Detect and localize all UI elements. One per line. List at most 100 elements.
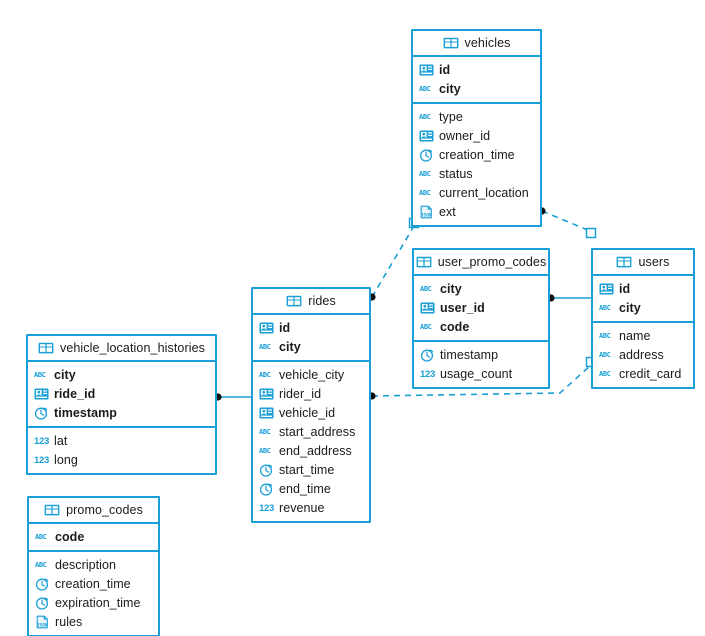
id-badge-icon [419, 63, 434, 77]
field-row[interactable]: JSON ext [413, 202, 540, 221]
table-header-user_promo_codes[interactable]: user_promo_codes [414, 250, 548, 276]
field-name: name [619, 328, 651, 343]
field-name: city [440, 281, 462, 296]
field-row[interactable]: creation_time [413, 145, 540, 164]
field-name: vehicle_id [279, 405, 336, 420]
table-name: vehicles [464, 36, 511, 50]
123-number-icon: 123 [34, 435, 49, 447]
abc-text-icon: ABC [34, 370, 46, 379]
abc-text-icon: ABC [419, 112, 431, 121]
field-row[interactable]: owner_id [413, 126, 540, 145]
id-badge-icon [259, 321, 274, 335]
field-row[interactable]: ABC code [29, 527, 158, 546]
field-name: credit_card [619, 366, 682, 381]
123-number-icon: 123 [420, 368, 435, 380]
table-header-vehicle_location_histories[interactable]: vehicle_location_histories [28, 336, 215, 362]
field-row[interactable]: ABC description [29, 555, 158, 574]
field-name: end_address [279, 443, 352, 458]
field-name: id [439, 62, 451, 77]
clock-icon [35, 596, 50, 610]
primary-key-section: ABC code [29, 524, 158, 552]
clock-icon [35, 577, 50, 591]
field-name: code [440, 319, 470, 334]
table-grid-icon [286, 294, 302, 308]
abc-text-icon: ABC [259, 446, 271, 455]
field-row[interactable]: vehicle_id [253, 403, 369, 422]
field-row[interactable]: expiration_time [29, 593, 158, 612]
field-name: lat [54, 433, 68, 448]
table-header-promo_codes[interactable]: promo_codes [29, 498, 158, 524]
field-row[interactable]: id [253, 318, 369, 337]
relationship-user_promo_codes-users[interactable] [547, 294, 591, 302]
abc-text-icon: ABC [599, 350, 611, 359]
field-name: end_time [279, 481, 331, 496]
relationship-vehicles-users[interactable] [538, 207, 597, 239]
field-row[interactable]: 123 lat [28, 431, 215, 450]
table-grid-icon [416, 255, 432, 269]
table-grid-icon [44, 503, 60, 517]
field-row[interactable]: timestamp [414, 345, 548, 364]
field-row[interactable]: id [413, 60, 540, 79]
table-header-rides[interactable]: rides [253, 289, 369, 315]
table-name: promo_codes [66, 503, 143, 517]
relationship-vehicles-rides[interactable] [368, 217, 420, 301]
field-row[interactable]: user_id [414, 298, 548, 317]
table-header-vehicles[interactable]: vehicles [413, 31, 540, 57]
svg-text:JSON: JSON [421, 212, 432, 218]
field-row[interactable]: ride_id [28, 384, 215, 403]
abc-text-icon: ABC [35, 560, 47, 569]
abc-text-icon: ABC [420, 322, 432, 331]
field-name: ext [439, 204, 456, 219]
field-row[interactable]: id [593, 279, 693, 298]
field-name: creation_time [439, 147, 515, 162]
svg-text:JSON: JSON [37, 622, 48, 628]
field-row[interactable]: end_time [253, 479, 369, 498]
field-row[interactable]: creation_time [29, 574, 158, 593]
abc-text-icon: ABC [419, 84, 431, 93]
field-row[interactable]: timestamp [28, 403, 215, 422]
field-row[interactable]: ABC end_address [253, 441, 369, 460]
field-row[interactable]: start_time [253, 460, 369, 479]
field-row[interactable]: rider_id [253, 384, 369, 403]
table-header-users[interactable]: users [593, 250, 693, 276]
field-row[interactable]: ABC city [414, 279, 548, 298]
relationship-vlh-rides[interactable] [214, 393, 251, 401]
field-name: city [439, 81, 461, 96]
field-row[interactable]: ABC code [414, 317, 548, 336]
relationship-line [371, 225, 415, 298]
field-name: description [55, 557, 116, 572]
field-name: code [55, 529, 85, 544]
abc-text-icon: ABC [35, 532, 47, 541]
table-grid-icon [616, 255, 632, 269]
abc-text-icon: ABC [259, 342, 271, 351]
field-name: creation_time [55, 576, 131, 591]
field-name: owner_id [439, 128, 491, 143]
field-name: city [619, 300, 641, 315]
field-row[interactable]: ABC city [413, 79, 540, 98]
abc-text-icon: ABC [420, 284, 432, 293]
